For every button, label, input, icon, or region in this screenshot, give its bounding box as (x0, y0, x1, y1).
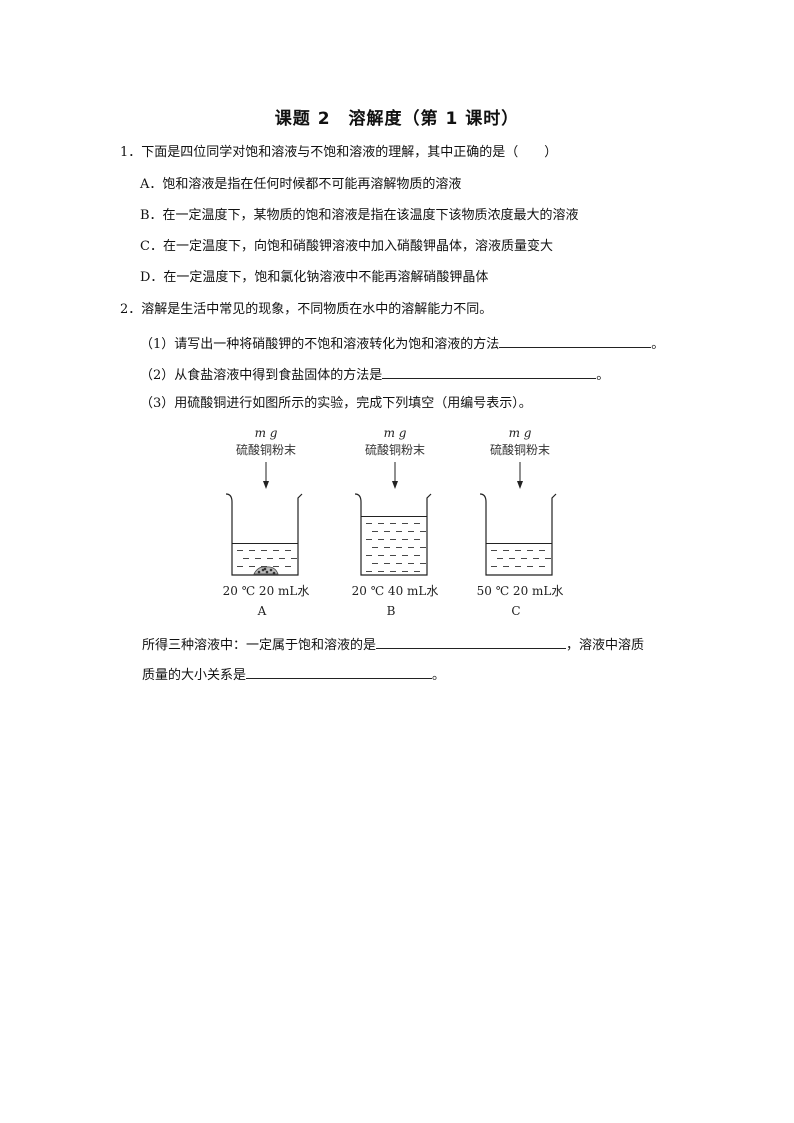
answer-blank-2[interactable] (382, 364, 597, 379)
arrowhead-icon (263, 481, 269, 489)
page-title: 课题 2 溶解度（第 1 课时） (274, 109, 520, 129)
beaker-A: m g 硫酸铜粉末 20 ℃ 20 mL水 A (223, 426, 310, 618)
mass-label: m g (384, 426, 407, 440)
beaker-outline (225, 493, 303, 576)
beaker-letter-label: C (511, 604, 520, 618)
condition-label: 20 ℃ 20 mL水 (223, 584, 310, 598)
answer-blank-1[interactable] (499, 333, 652, 348)
powder-label: 硫酸铜粉末 (490, 442, 550, 457)
question-2-fill-line-2: 质量的大小关系是 。 (142, 664, 445, 685)
question-2-fill-line-1: 所得三种溶液中：一定属于饱和溶液的是 ，溶液中溶质 (142, 634, 644, 655)
question-2-sub3: （3）用硫酸铜进行如图所示的实验，完成下列填空（用编号表示）。 (140, 396, 532, 411)
arrowhead-icon (517, 481, 523, 489)
beaker-outline (354, 493, 432, 576)
arrowhead-icon (392, 481, 398, 489)
fill-line-2-text-b: 。 (432, 668, 446, 683)
condition-label: 50 ℃ 20 mL水 (477, 584, 564, 598)
question-1-stem: 1．下面是四位同学对饱和溶液与不饱和溶液的理解，其中正确的是（ ） (120, 145, 558, 160)
powder-label: 硫酸铜粉末 (236, 442, 296, 457)
fill-line-2-text-a: 质量的大小关系是 (142, 668, 247, 683)
question-2-sub2-text: （2）从食盐溶液中得到食盐固体的方法是 (140, 368, 383, 383)
question-2-sub2: （2）从食盐溶液中得到食盐固体的方法是 。 (140, 364, 609, 385)
fill-line-1-text-a: 所得三种溶液中：一定属于饱和溶液的是 (142, 638, 377, 653)
fill-line-1-text-b: ，溶液中溶质 (566, 638, 645, 653)
question-2-sub1-end: 。 (651, 337, 665, 352)
powder-label: 硫酸铜粉末 (365, 442, 425, 457)
undissolved-solid-icon (253, 566, 279, 575)
answer-blank-3[interactable] (376, 634, 567, 649)
condition-label: 20 ℃ 40 mL水 (352, 584, 439, 598)
beaker-letter-label: A (257, 604, 267, 618)
question-1-option-a: A．饱和溶液是指在任何时候都不可能再溶解物质的溶液 (140, 177, 462, 192)
mass-label: m g (509, 426, 532, 440)
beaker-outline (479, 493, 557, 576)
question-2-sub1: （1）请写出一种将硝酸钾的不饱和溶液转化为饱和溶液的方法 。 (140, 333, 664, 354)
answer-blank-4[interactable] (246, 664, 433, 679)
beaker-letter-label: B (387, 604, 396, 618)
question-2-sub2-end: 。 (596, 368, 610, 383)
question-2-stem: 2．溶解是生活中常见的现象，不同物质在水中的溶解能力不同。 (120, 302, 493, 317)
question-2-sub1-text: （1）请写出一种将硝酸钾的不饱和溶液转化为饱和溶液的方法 (140, 337, 500, 352)
question-1-option-d: D．在一定温度下，饱和氯化钠溶液中不能再溶解硝酸钾晶体 (140, 270, 489, 285)
question-1-option-b: B．在一定温度下，某物质的饱和溶液是指在该温度下该物质浓度最大的溶液 (140, 208, 579, 223)
mass-label: m g (255, 426, 278, 440)
question-1-option-c: C．在一定温度下，向饱和硝酸钾溶液中加入硝酸钾晶体，溶液质量变大 (140, 239, 553, 254)
beaker-C: m g 硫酸铜粉末 50 ℃ 20 mL水 C (477, 426, 564, 618)
beaker-B: m g 硫酸铜粉末 20 ℃ 40 mL水 B (352, 426, 439, 618)
